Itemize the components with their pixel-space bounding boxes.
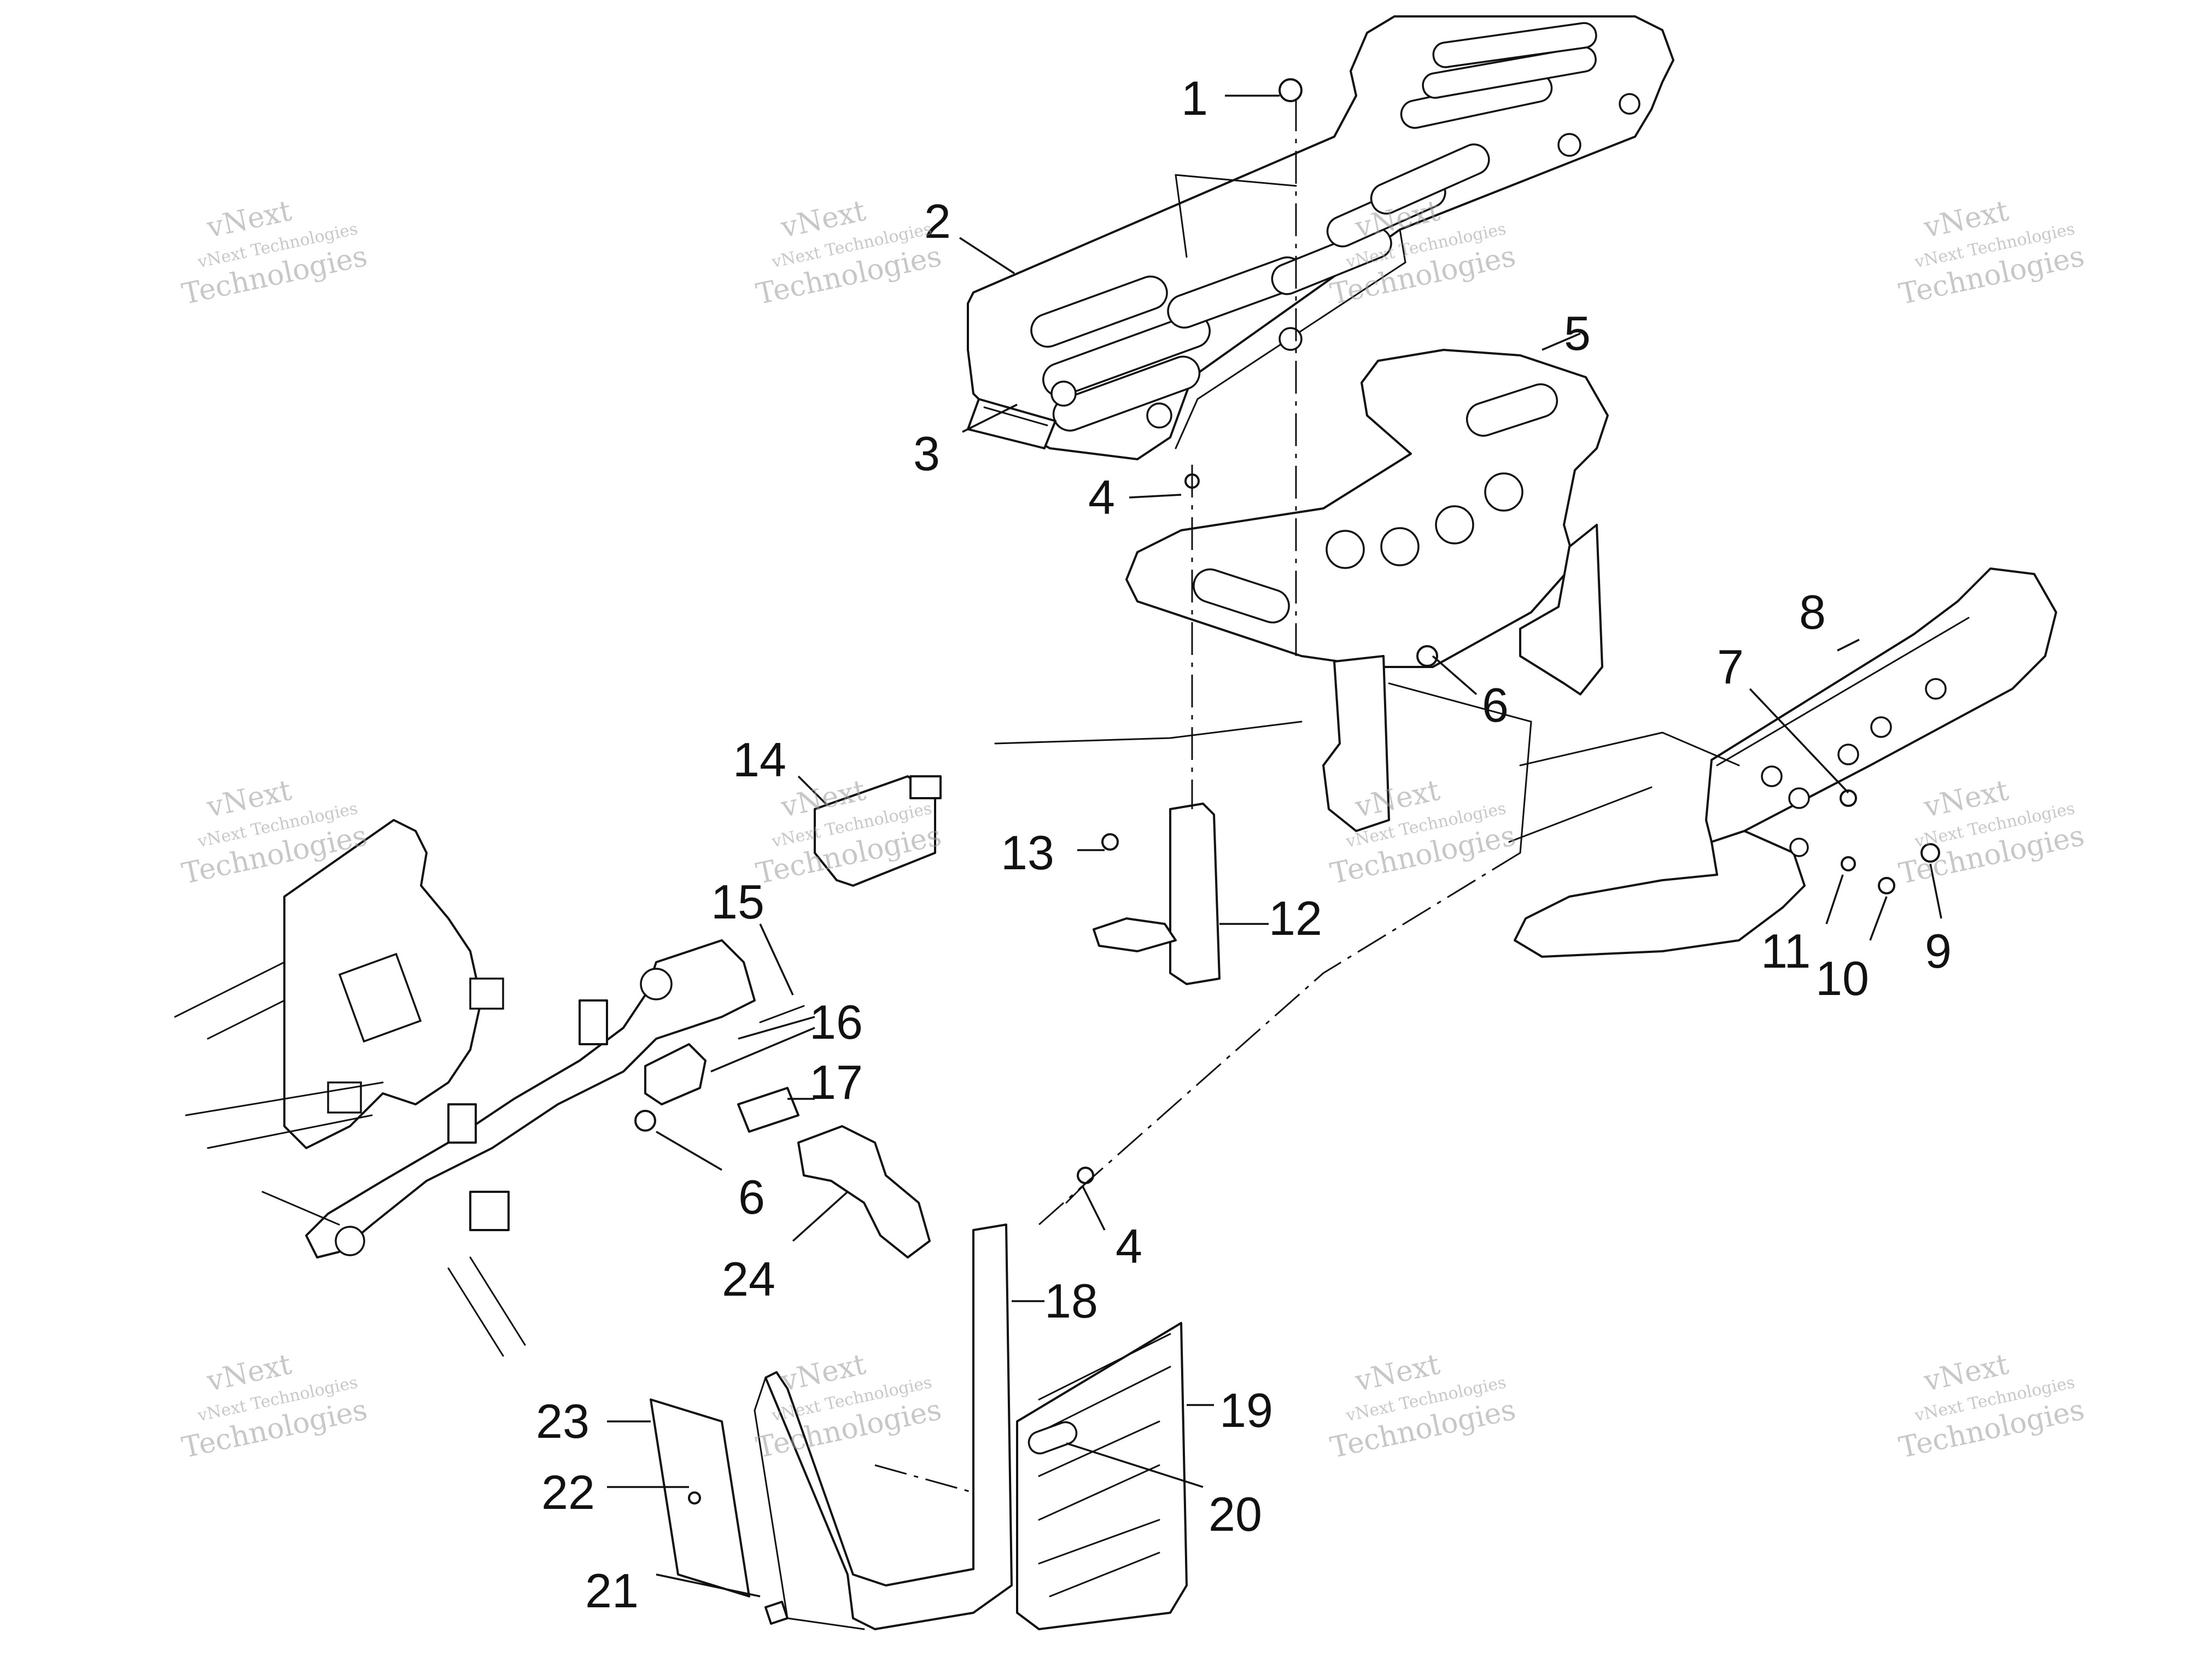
callout-24: 24	[722, 1252, 775, 1306]
callout-7: 7	[1717, 640, 1744, 694]
part-mud-flap	[1016, 1322, 1188, 1630]
callout-6: 6	[1482, 678, 1509, 732]
callout-8: 8	[1799, 585, 1826, 639]
callout-15: 15	[711, 875, 764, 929]
part-u-bracket	[754, 1224, 1013, 1630]
part-vehicle-frame	[174, 819, 756, 1357]
callout-12: 12	[1269, 891, 1322, 945]
part-hitch-tube	[797, 1125, 931, 1258]
callout-11: 11	[1761, 924, 1811, 978]
callout-21: 21	[585, 1564, 639, 1618]
callout-23: 23	[536, 1394, 589, 1448]
assembly-lines	[874, 98, 1740, 1494]
callout-16: 16	[809, 995, 863, 1049]
callout-18: 18	[1044, 1274, 1098, 1328]
callout-20: 20	[1208, 1487, 1262, 1541]
part-reflector	[967, 398, 1056, 449]
part-hitch-spacer	[737, 1087, 799, 1133]
callout-17: 17	[809, 1055, 863, 1109]
callout-13: 13	[1001, 826, 1054, 880]
callout-14: 14	[733, 733, 786, 787]
callout-labels: 1 2 3 4 5 6 7 8 9 10 11 12 13 14 15 16 1…	[536, 71, 1952, 1618]
callout-4-lower: 4	[1116, 1219, 1142, 1273]
callout-1: 1	[1181, 71, 1208, 125]
callout-4: 4	[1088, 470, 1115, 524]
callout-6-lower: 6	[738, 1170, 765, 1224]
callout-5: 5	[1564, 306, 1591, 360]
leader-lines	[607, 95, 1942, 1597]
callout-22: 22	[541, 1465, 595, 1519]
callout-10: 10	[1815, 951, 1869, 1005]
part-bumper	[1514, 567, 2057, 958]
part-tail-light	[814, 775, 942, 887]
callout-9: 9	[1925, 924, 1952, 978]
part-hitch-block	[644, 1043, 707, 1105]
part-rear-rack	[967, 15, 1674, 460]
part-mount-bracket	[1093, 803, 1221, 985]
callout-19: 19	[1219, 1383, 1273, 1437]
callout-2: 2	[924, 194, 951, 248]
part-rack-support	[1125, 349, 1609, 854]
callout-3: 3	[913, 426, 940, 481]
